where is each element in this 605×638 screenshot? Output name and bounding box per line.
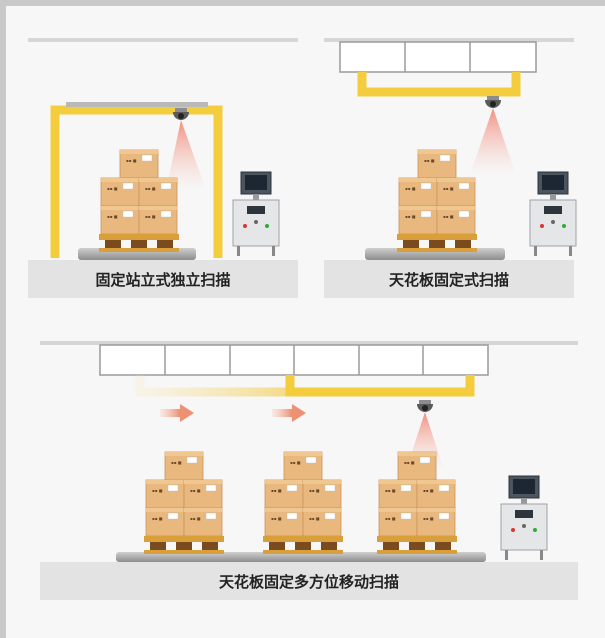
panel-ceiling-scan	[324, 38, 577, 260]
ceiling-line	[40, 341, 578, 345]
panel-moving-scan	[40, 341, 578, 562]
rail-trail	[135, 375, 290, 397]
scan-beam	[470, 108, 516, 175]
box-stack	[377, 452, 457, 554]
box-stack	[144, 452, 224, 554]
box-stack	[263, 452, 343, 554]
moving-rail	[285, 375, 475, 397]
control-terminal-icon	[529, 171, 577, 257]
label-moving-scan: 天花板固定多方位移动扫描	[40, 562, 578, 600]
gantry-beam	[66, 102, 208, 107]
ceiling-line	[324, 38, 574, 42]
ceiling-line	[28, 38, 298, 42]
dome-camera-icon	[417, 400, 433, 412]
right-arrow-icon	[272, 404, 306, 422]
label-ceiling-scan: 天花板固定式扫描	[324, 260, 574, 298]
right-arrow-icon	[160, 404, 194, 422]
conveyor	[116, 552, 486, 562]
ceiling-panel	[339, 41, 537, 73]
dome-camera-icon	[173, 108, 189, 120]
panel-standing-scan	[28, 38, 298, 260]
box-stack	[397, 150, 477, 252]
ceiling-mount	[357, 72, 521, 97]
box-stack	[99, 150, 179, 252]
gantry-frame	[50, 105, 223, 258]
control-terminal-icon	[500, 475, 548, 561]
control-terminal-icon	[232, 171, 280, 257]
dome-camera-icon	[485, 96, 501, 108]
label-standing-scan: 固定站立式独立扫描	[28, 260, 298, 298]
scan-beam	[166, 120, 206, 190]
